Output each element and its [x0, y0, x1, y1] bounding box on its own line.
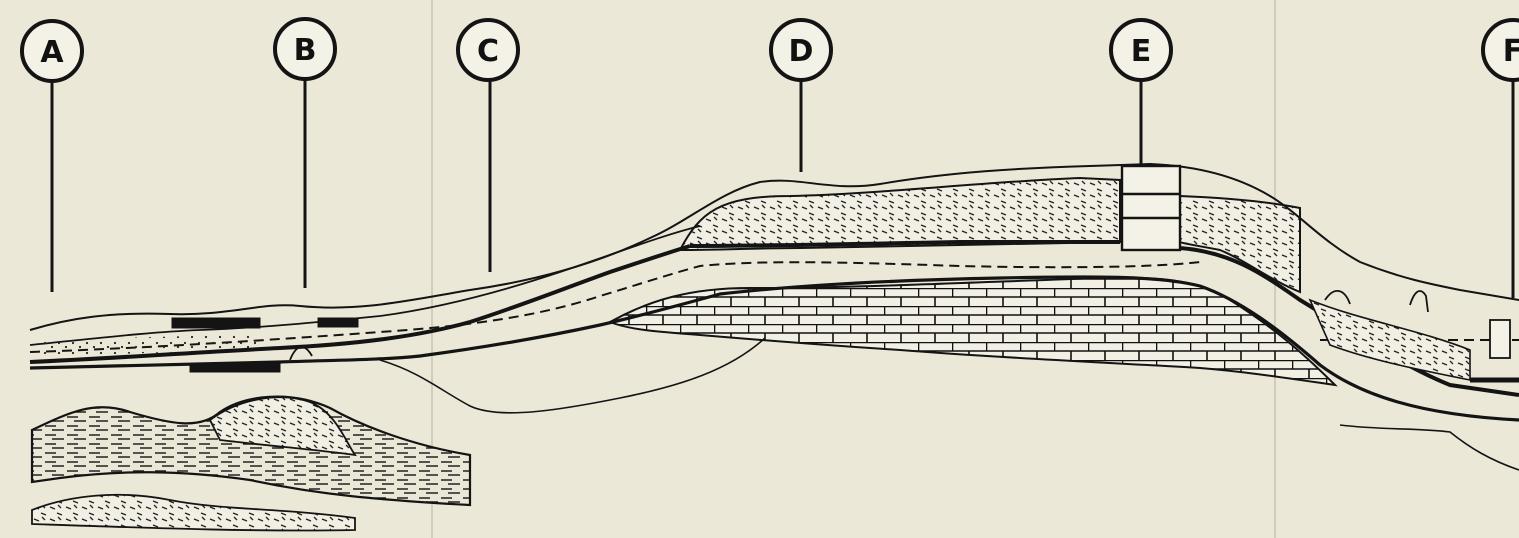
marker-label-B: B	[294, 33, 317, 68]
marker-label-E: E	[1131, 34, 1152, 69]
marker-D: D	[771, 20, 831, 80]
marker-label-A: A	[40, 35, 64, 70]
marker-A: A	[22, 21, 82, 81]
shaft-structure	[1122, 166, 1180, 250]
marker-label-D: D	[789, 34, 814, 69]
marker-B: B	[275, 19, 335, 79]
marker-label-C: C	[477, 34, 499, 69]
marker-label-F: F	[1503, 34, 1519, 69]
marker-E: E	[1111, 20, 1171, 80]
marker-C: C	[458, 20, 518, 80]
